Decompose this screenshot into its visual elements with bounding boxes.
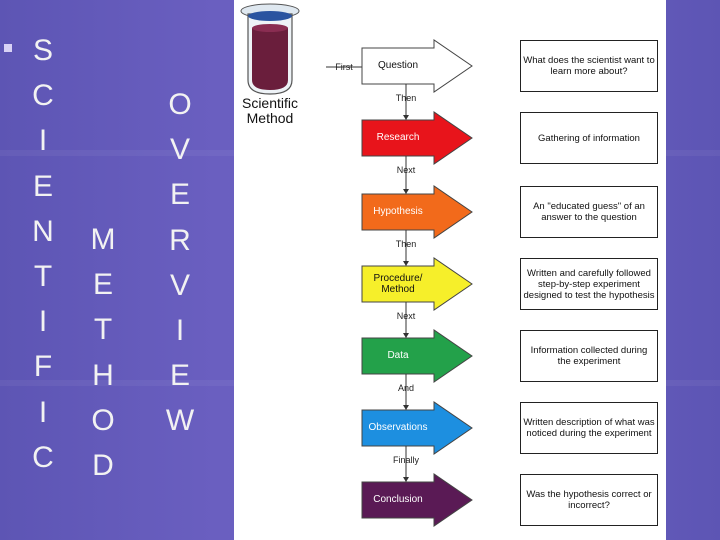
scientific-letter: I [38,395,48,429]
step-arrow [361,185,473,239]
connector-arrowhead [403,333,409,338]
step-label: Question [377,60,419,71]
title-line-2: Method [246,110,294,126]
step-description: Information collected during the experim… [520,330,658,382]
overview-letter: E [169,178,190,212]
diagram-title: Scientific Method [234,96,306,126]
connector-arrowhead [403,477,409,482]
method-letter: O [91,403,115,437]
step-arrow [361,473,473,527]
step-description: An "educated guess" of an answer to the … [520,186,658,238]
scientific-letter: S [32,34,53,67]
connector-label: And [397,383,414,393]
connector-label: Next [396,311,416,321]
connector-label: Finally [392,455,419,465]
step-arrow [361,111,473,165]
step-label: Hypothesis [373,206,423,217]
connector-arrowhead [403,405,409,410]
test-tube-liquid [252,28,288,90]
connector-arrowhead [403,115,409,120]
method-letter: E [92,268,113,302]
scientific-letter: E [32,169,53,203]
overview-letter: V [169,133,190,167]
scientific-letter: F [33,350,53,384]
test-tube-liquid-surface [252,24,288,32]
scientific-letter: N [32,214,54,248]
step-label: Observations [368,422,428,433]
step-label: Research [376,132,420,143]
step-arrow [361,401,473,455]
overview-letter: W [165,404,195,438]
scientific-letter: C [32,440,54,474]
step-arrow [361,257,473,311]
overview-letter: I [175,313,185,347]
connector-label: Then [395,93,417,103]
method-letter: T [93,313,113,347]
step-description: What does the scientist want to learn mo… [520,40,658,92]
step-arrow [361,39,473,93]
scientific-letter: I [38,124,48,158]
connector-label: Then [395,239,417,249]
flowchart-svg [240,3,473,527]
connector-arrowhead [403,261,409,266]
overview-letter: O [168,88,192,121]
step-label: Procedure/ Method [373,273,423,295]
step-label: Conclusion [373,494,423,505]
connector-arrowhead [403,189,409,194]
scientific-letter: T [33,259,53,293]
method-letter: M [90,223,116,256]
overview-letter: R [169,223,191,257]
connector-label: Next [396,165,416,175]
first-label: First [335,62,353,72]
overview-letter: E [169,359,190,393]
scientific-letter: C [32,79,54,113]
step-description: Written and carefully followed step-by-s… [520,258,658,310]
step-description: Written description of what was noticed … [520,402,658,454]
step-description: Gathering of information [520,112,658,164]
method-letter: D [92,448,114,482]
bullet-icon [4,44,12,52]
method-letter: H [92,358,114,392]
overview-letter: V [169,268,190,302]
step-description: Was the hypothesis correct or incorrect? [520,474,658,526]
step-arrow [361,329,473,383]
test-tube-band [248,11,292,21]
step-label: Data [387,350,409,361]
scientific-letter: I [38,305,48,339]
title-line-1: Scientific [241,95,299,111]
